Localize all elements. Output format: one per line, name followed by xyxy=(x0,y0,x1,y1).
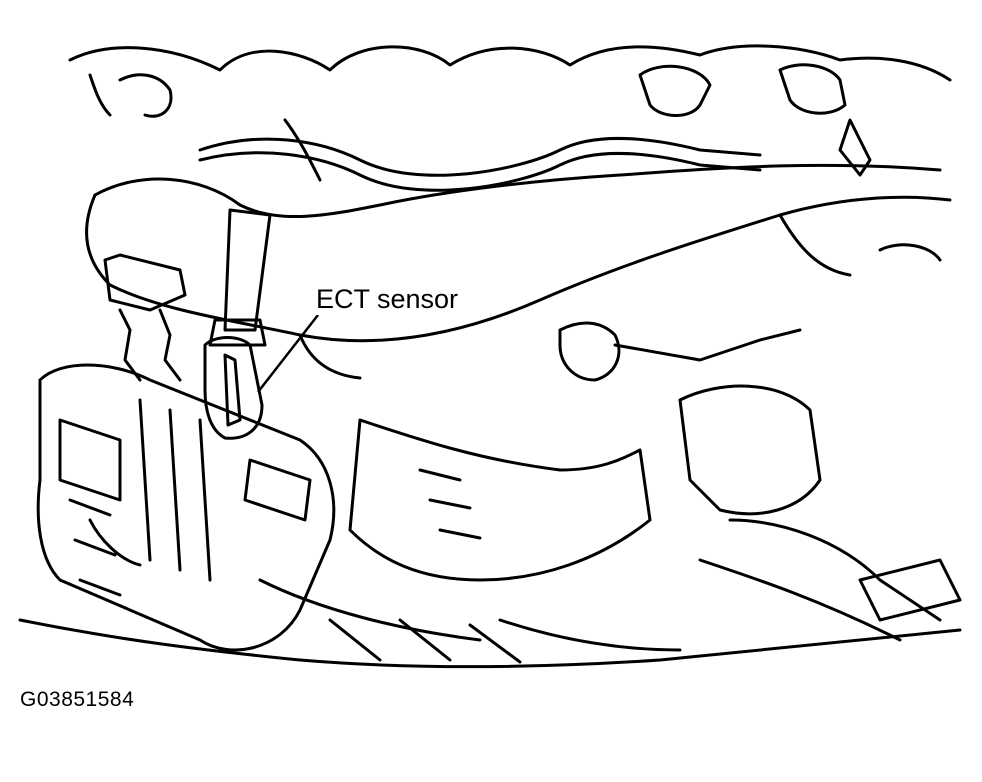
heat-shield xyxy=(348,418,652,582)
radiator-hose xyxy=(85,193,952,343)
callout-leader-line xyxy=(257,314,319,393)
ect-sensor-label: ECT sensor xyxy=(313,283,462,315)
figure-id: G03851584 xyxy=(20,688,135,711)
thermostat-housing xyxy=(103,253,187,312)
engine-block-outline xyxy=(68,44,952,82)
alternator xyxy=(36,363,336,652)
ect-sensor-connector xyxy=(203,336,264,440)
